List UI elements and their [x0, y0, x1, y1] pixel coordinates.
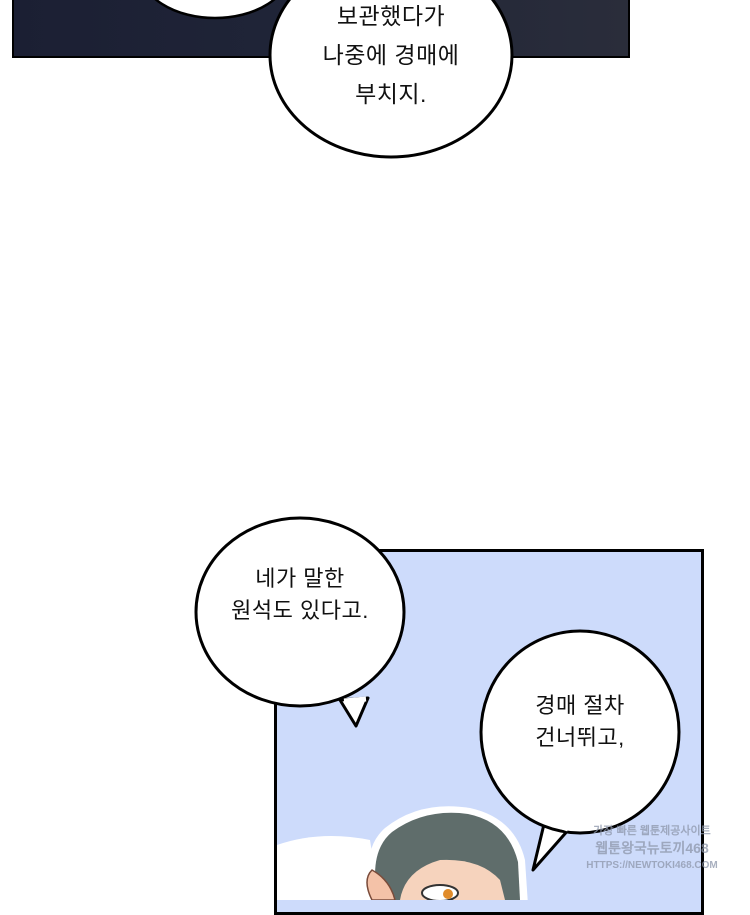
bubble-line: 건너뛰고, — [535, 725, 625, 750]
speech-bubble-top — [268, 0, 514, 159]
character-head — [366, 806, 528, 900]
watermark-line: HTTPS://NEWTOKI468.COM — [586, 860, 718, 871]
partial-speech-bubble — [154, 0, 276, 20]
bubble-line: 네가 말한 — [255, 566, 345, 591]
bubble-line: 경매 절차 — [535, 693, 625, 718]
speech-bubble-left — [194, 516, 406, 708]
bubble-line: 나중에 경매에 — [322, 42, 460, 68]
top-bubble-text: 보관했다가 나중에 경매에 부치지. — [290, 0, 492, 114]
watermark-line: 가장 빠른 웹툰제공사이트 — [593, 825, 711, 837]
bubble-line: 원석도 있다고. — [231, 598, 369, 623]
cloud — [277, 836, 380, 900]
bubble-line: 보관했다가 — [336, 3, 446, 29]
right-bubble-text: 경매 절차 건너뛰고, — [490, 690, 670, 754]
left-bubble-text: 네가 말한 원석도 있다고. — [205, 563, 395, 627]
watermark-line: 웹툰왕국뉴토끼468 — [595, 840, 709, 856]
bubble-line: 부치지. — [355, 81, 427, 107]
speech-bubble-right — [479, 629, 681, 835]
